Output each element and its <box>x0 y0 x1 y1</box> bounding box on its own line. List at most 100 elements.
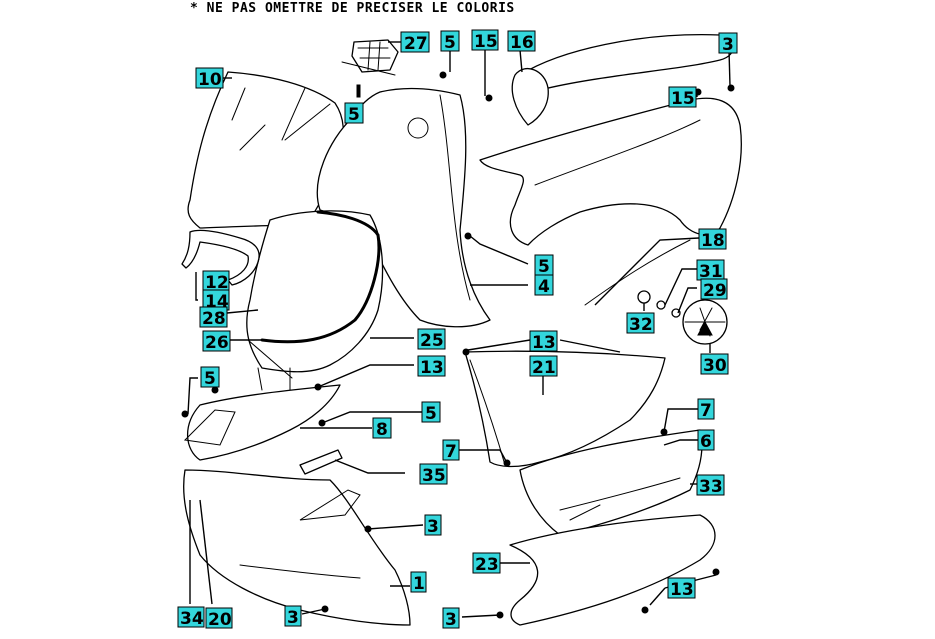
callout-text: 15 <box>671 89 695 109</box>
callout-27[interactable]: 27 <box>400 31 430 54</box>
callout-35[interactable]: 35 <box>419 463 448 486</box>
part-handlebar-bracket <box>181 229 260 286</box>
callout-23[interactable]: 23 <box>472 552 501 575</box>
callout-29[interactable]: 29 <box>700 278 728 301</box>
callout-text: 29 <box>703 281 727 301</box>
callout-text: 12 <box>205 273 229 293</box>
callout-3-d[interactable]: 3 <box>284 605 302 628</box>
part-under-cover <box>509 514 716 626</box>
callout-text: 7 <box>445 442 457 462</box>
callout-18[interactable]: 18 <box>698 228 727 251</box>
callout-box <box>344 102 364 124</box>
callout-1[interactable]: 1 <box>410 571 427 594</box>
callout-3-e[interactable]: 3 <box>442 607 460 630</box>
callout-box <box>626 312 655 334</box>
callout-text: 16 <box>510 33 534 53</box>
callout-box <box>199 306 228 328</box>
callout-box <box>410 571 427 593</box>
callout-box <box>718 32 738 54</box>
part-front-upper-trim <box>183 384 341 461</box>
part-hardware <box>637 290 681 318</box>
callout-text: 10 <box>198 70 222 90</box>
callout-box <box>202 330 231 352</box>
callout-text: 13 <box>670 580 694 600</box>
callout-box <box>442 607 460 629</box>
callout-25[interactable]: 25 <box>417 328 446 351</box>
callout-text: 4 <box>538 277 550 297</box>
callout-7-b[interactable]: 7 <box>697 398 715 421</box>
callout-30[interactable]: 30 <box>700 353 729 376</box>
callout-text: 32 <box>629 315 653 335</box>
color-note: * NE PAS OMETTRE DE PRECISER LE COLORIS <box>190 1 515 16</box>
callout-text: 31 <box>699 262 723 282</box>
callout-text: 3 <box>287 608 299 628</box>
callout-box <box>417 328 446 350</box>
callout-34[interactable]: 34 <box>177 606 205 629</box>
callout-text: 30 <box>703 356 727 376</box>
callout-16[interactable]: 16 <box>507 30 536 53</box>
callout-5[interactable]: 5 <box>440 30 460 53</box>
callout-3-top[interactable]: 3 <box>718 32 738 55</box>
callout-text: 5 <box>538 257 550 277</box>
callout-text: 20 <box>208 610 232 630</box>
callout-text: 13 <box>420 358 444 378</box>
callout-text: 34 <box>180 609 204 629</box>
callout-5-c[interactable]: 5 <box>534 254 554 277</box>
callout-text: 1 <box>413 574 425 594</box>
callout-text: 35 <box>422 466 446 486</box>
callout-13-b[interactable]: 13 <box>417 355 446 378</box>
callout-box <box>400 31 430 53</box>
callout-32[interactable]: 32 <box>626 312 655 335</box>
callout-text: 5 <box>204 369 216 389</box>
callout-15-b[interactable]: 15 <box>668 86 697 109</box>
callout-15[interactable]: 15 <box>471 29 499 52</box>
callout-box <box>696 474 725 496</box>
callout-7-a[interactable]: 7 <box>442 439 460 462</box>
callout-text: 3 <box>427 517 439 537</box>
callout-box <box>442 439 460 461</box>
part-emblem <box>682 299 728 345</box>
callout-box <box>177 606 205 628</box>
callout-text: 5 <box>425 404 437 424</box>
callout-box <box>700 278 728 300</box>
part-inner-shield <box>316 87 491 328</box>
callout-text: 8 <box>376 420 388 440</box>
callout-13-c[interactable]: 13 <box>667 577 696 600</box>
callout-box <box>472 552 501 574</box>
callout-20[interactable]: 20 <box>205 607 233 630</box>
callout-28[interactable]: 28 <box>199 306 228 329</box>
callout-10[interactable]: 10 <box>195 67 224 90</box>
callout-box <box>507 30 536 52</box>
part-badge <box>299 449 343 475</box>
callout-box <box>534 274 554 296</box>
callout-text: 25 <box>420 331 444 351</box>
callout-3-c[interactable]: 3 <box>424 514 442 537</box>
callout-5-b[interactable]: 5 <box>344 102 364 125</box>
callout-text: 13 <box>532 333 556 353</box>
callout-box <box>205 607 233 629</box>
callout-6[interactable]: 6 <box>697 429 715 452</box>
callout-33[interactable]: 33 <box>696 474 725 497</box>
callout-text: 5 <box>444 33 456 53</box>
callout-box <box>471 29 499 51</box>
callout-text: 23 <box>475 555 499 575</box>
callout-box <box>284 605 302 627</box>
callout-box <box>697 429 715 451</box>
callout-21[interactable]: 21 <box>529 355 558 378</box>
callout-13-a[interactable]: 13 <box>529 330 558 353</box>
callout-text: 6 <box>700 432 712 452</box>
callout-4[interactable]: 4 <box>534 274 554 297</box>
callout-text: 28 <box>202 309 226 329</box>
callout-box <box>421 401 441 423</box>
callout-box <box>668 86 697 108</box>
callout-box <box>698 228 727 250</box>
callout-text: 5 <box>348 105 360 125</box>
callout-5-e[interactable]: 5 <box>421 401 441 424</box>
callout-5-d[interactable]: 5 <box>200 366 220 389</box>
callout-26[interactable]: 26 <box>202 330 231 353</box>
part-rack <box>341 39 399 76</box>
callout-text: 18 <box>701 231 725 251</box>
callout-box <box>195 67 224 89</box>
callout-8[interactable]: 8 <box>372 417 392 440</box>
callout-box <box>697 398 715 420</box>
